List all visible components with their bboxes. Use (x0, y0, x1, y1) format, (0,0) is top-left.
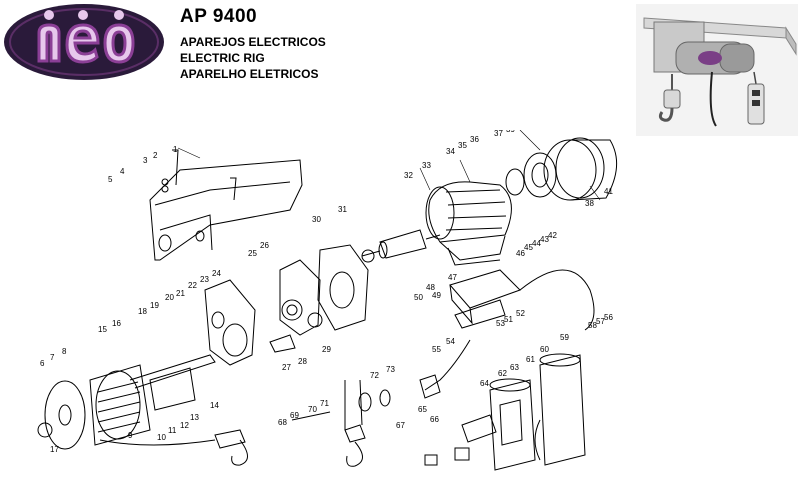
part-number: 38 (585, 199, 594, 208)
part-number: 67 (396, 421, 405, 430)
neo-logo-graphic (4, 4, 164, 80)
part-number: 45 (524, 243, 533, 252)
cable-drum (37, 354, 216, 450)
subtitle-es: APAREJOS ELECTRICOS (180, 35, 326, 49)
product-photo (636, 4, 798, 136)
part-number: 1 (173, 145, 178, 154)
gear-housing (269, 244, 369, 353)
pendant-control (424, 353, 586, 471)
part-number: 20 (165, 293, 174, 302)
part-number: 49 (432, 291, 441, 300)
header: AP 9400 APAREJOS ELECTRICOS ELECTRIC RIG… (180, 6, 480, 82)
part-number: 44 (532, 239, 541, 248)
part-number: 26 (260, 241, 269, 250)
part-number: 58 (588, 321, 597, 330)
part-number: 73 (386, 365, 395, 374)
part-number: 27 (282, 363, 291, 372)
part-number: 39 (506, 130, 515, 134)
part-number: 47 (448, 273, 457, 282)
part-number: 8 (62, 347, 67, 356)
part-number: 34 (446, 147, 455, 156)
model-title: AP 9400 (180, 6, 258, 27)
part-number: 25 (248, 249, 257, 258)
part-number: 16 (112, 319, 121, 328)
fan-cover (505, 137, 618, 201)
part-number: 28 (298, 357, 307, 366)
part-number: 68 (278, 418, 287, 427)
part-number: 70 (308, 405, 317, 414)
subtitle-pt: APARELHO ELETRICOS (180, 67, 319, 81)
hoist-photo-graphic (636, 4, 798, 136)
part-number: 17 (50, 445, 59, 454)
part-number: 29 (322, 345, 331, 354)
part-number: 24 (212, 269, 221, 278)
part-number: 15 (98, 325, 107, 334)
part-number: 55 (432, 345, 441, 354)
part-number: 18 (138, 307, 147, 316)
part-number: 46 (516, 249, 525, 258)
part-number: 11 (168, 426, 177, 435)
part-number: 48 (426, 283, 435, 292)
part-number: 23 (200, 275, 209, 284)
part-number: 63 (510, 363, 519, 372)
part-number: 43 (540, 235, 549, 244)
mounting-bracket (149, 149, 303, 261)
drum-housing (204, 279, 256, 366)
part-number: 60 (540, 345, 549, 354)
part-number: 56 (604, 313, 613, 322)
part-number: 59 (560, 333, 569, 342)
brand-logo (3, 3, 165, 81)
part-number: 64 (480, 379, 489, 388)
part-number: 51 (504, 315, 513, 324)
part-number-labels: 1 2 3 4 5 6 7 8 9 10 11 12 13 14 15 16 1… (40, 130, 613, 454)
part-number: 30 (312, 215, 321, 224)
part-number: 7 (50, 353, 55, 362)
part-number: 65 (418, 405, 427, 414)
part-number: 13 (190, 413, 199, 422)
part-number: 35 (458, 141, 467, 150)
part-number: 33 (422, 161, 431, 170)
part-number: 31 (338, 205, 347, 214)
power-cable (419, 339, 471, 399)
exploded-view-diagram: 1 2 3 4 5 6 7 8 9 10 11 12 13 14 15 16 1… (37, 130, 618, 471)
part-number: 10 (157, 433, 166, 442)
part-number: 41 (604, 187, 613, 196)
rotor (361, 229, 441, 263)
part-number: 2 (153, 151, 158, 160)
part-number: 5 (108, 175, 113, 184)
terminal-box (449, 269, 595, 331)
part-number: 57 (596, 317, 605, 326)
subtitle-en: ELECTRIC RIG (180, 51, 265, 65)
hooks (99, 379, 391, 467)
part-number: 62 (498, 369, 507, 378)
part-number: 71 (320, 399, 329, 408)
part-number: 37 (494, 130, 503, 138)
part-number: 66 (430, 415, 439, 424)
part-number: 22 (188, 281, 197, 290)
part-number: 9 (128, 431, 133, 440)
part-number: 54 (446, 337, 455, 346)
part-number: 12 (180, 421, 189, 430)
part-number: 21 (176, 289, 185, 298)
part-number: 6 (40, 359, 45, 368)
part-number: 52 (516, 309, 525, 318)
part-number: 3 (143, 156, 148, 165)
part-number: 14 (210, 401, 219, 410)
part-number: 72 (370, 371, 379, 380)
motor-assembly (425, 181, 512, 266)
part-number: 32 (404, 171, 413, 180)
part-number: 61 (526, 355, 535, 364)
part-number: 69 (290, 411, 299, 420)
part-number: 50 (414, 293, 423, 302)
part-number: 36 (470, 135, 479, 144)
part-number: 4 (120, 167, 125, 176)
part-number: 53 (496, 319, 505, 328)
part-number: 42 (548, 231, 557, 240)
part-number: 19 (150, 301, 159, 310)
